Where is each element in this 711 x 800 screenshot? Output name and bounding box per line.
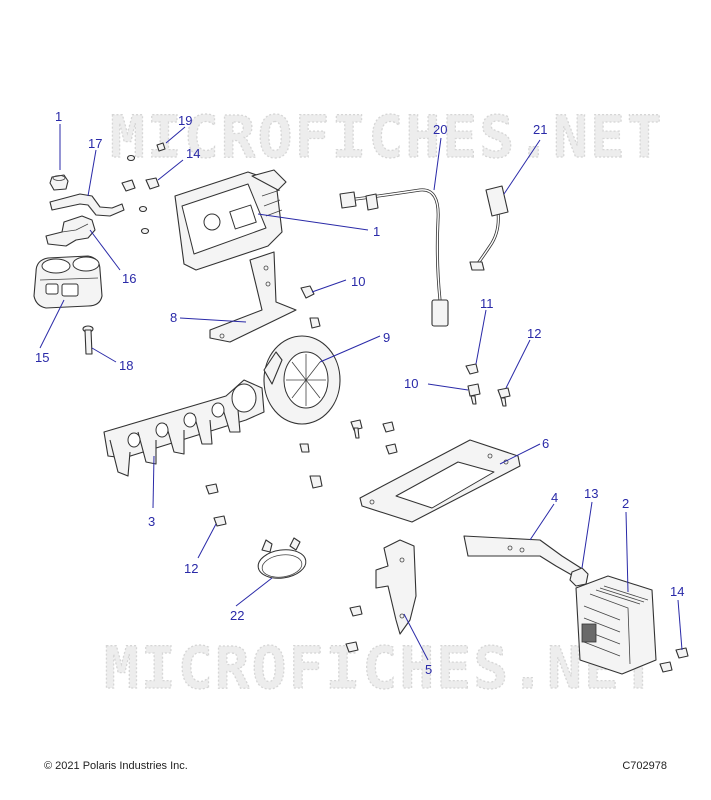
part-10-bolt-upper — [300, 285, 321, 329]
small-fasteners-middle — [205, 419, 398, 527]
part-7-nut — [49, 174, 69, 191]
copyright-text: © 2021 Polaris Industries Inc. — [44, 760, 188, 772]
callout-19: 19 — [178, 113, 192, 128]
callout-12-right: 12 — [527, 326, 541, 341]
callout-1: 1 — [373, 224, 380, 239]
callout-14-top: 14 — [186, 146, 200, 161]
callout-21: 21 — [533, 122, 547, 137]
callout-2: 2 — [622, 496, 629, 511]
callout-22: 22 — [230, 608, 244, 623]
part-21-sensor — [469, 185, 509, 271]
part-3-fuel-rail — [103, 379, 265, 477]
part-15-ignition-coil — [33, 255, 103, 309]
figure-id: C702978 — [622, 760, 667, 772]
part-12-screw-right — [497, 387, 511, 407]
callout-7: 1 — [55, 109, 62, 124]
small-fasteners-lower — [345, 605, 363, 653]
callout-10-lower: 10 — [404, 376, 418, 391]
callout-12-left: 12 — [184, 561, 198, 576]
callout-5: 5 — [425, 662, 432, 677]
watermark-bottom: MICROFICHES.NET — [104, 634, 658, 702]
part-9-fan — [263, 335, 341, 425]
callout-18: 18 — [119, 358, 133, 373]
callout-17: 17 — [88, 136, 102, 151]
callout-labels: 1 17 19 14 1 16 15 18 8 10 9 20 21 11 10… — [35, 109, 684, 677]
callout-16: 16 — [122, 271, 136, 286]
part-16-clip — [45, 215, 96, 247]
callout-4: 4 — [551, 490, 558, 505]
part-8-bracket — [209, 251, 297, 343]
part-4-bracket — [463, 535, 585, 583]
callout-13: 13 — [584, 486, 598, 501]
callout-20: 20 — [433, 122, 447, 137]
part-5-bracket — [375, 539, 417, 635]
part-2-regulator — [575, 575, 657, 675]
callout-10-upper: 10 — [351, 274, 365, 289]
callout-9: 9 — [383, 330, 390, 345]
callout-8: 8 — [170, 310, 177, 325]
part-1-ecu — [174, 169, 287, 271]
callout-6: 6 — [542, 436, 549, 451]
part-10-bolt-lower — [467, 383, 481, 405]
part-17-bracket — [49, 193, 125, 217]
part-22-clamp — [257, 537, 307, 579]
callout-3: 3 — [148, 514, 155, 529]
small-fasteners-top — [121, 142, 166, 235]
part-14-bolt-lower — [659, 647, 689, 673]
part-18-bolt — [82, 325, 94, 355]
part-11-screw — [465, 363, 479, 375]
part-6-plate — [359, 439, 521, 523]
part-20-harness — [339, 188, 449, 327]
leader-lines — [39, 124, 683, 661]
callout-11: 11 — [480, 296, 494, 311]
callout-15: 15 — [35, 350, 49, 365]
callout-14-lower: 14 — [670, 584, 684, 599]
watermark-top: MICROFICHES.NET — [110, 103, 664, 171]
